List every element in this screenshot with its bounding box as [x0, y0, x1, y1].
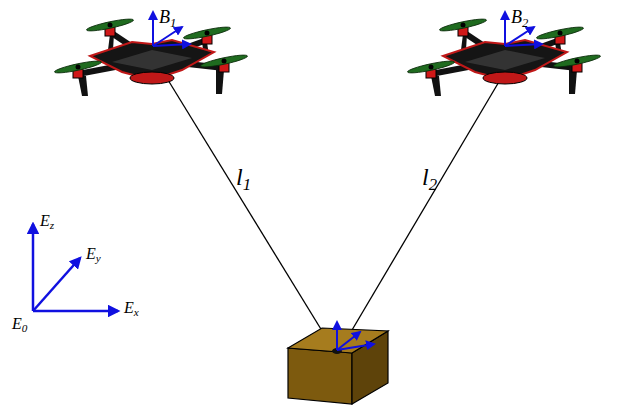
body-frame-axes [153, 12, 542, 46]
axis-label: Ez [40, 213, 54, 232]
cable [168, 80, 335, 352]
world-frame-axes [33, 224, 118, 311]
axis-label: Ex [124, 300, 139, 319]
cable [339, 80, 500, 352]
quadrotor [54, 17, 248, 96]
frame-label: B2 [511, 8, 528, 29]
frame-label: B1 [159, 8, 176, 29]
cable-label: l1 [236, 165, 251, 194]
cable-label: l2 [422, 165, 437, 194]
axis-label: E0 [12, 316, 27, 335]
payload-frame-axes [337, 322, 374, 350]
axis-label: Ey [86, 246, 101, 265]
